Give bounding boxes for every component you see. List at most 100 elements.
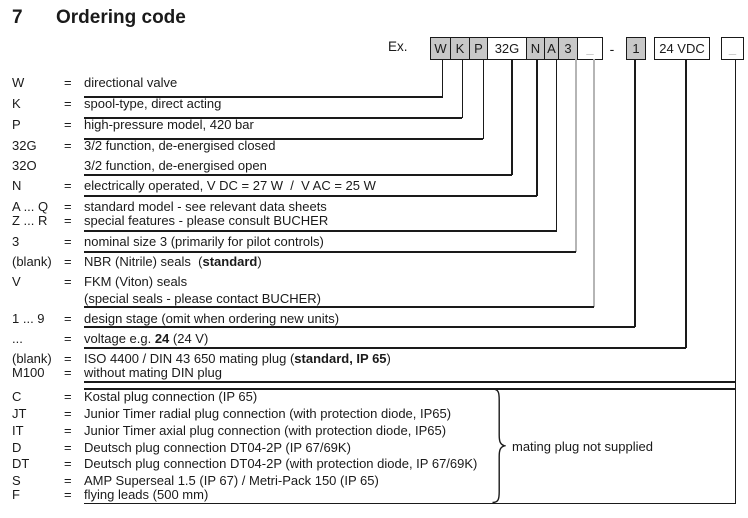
equals-sign: = bbox=[64, 213, 72, 228]
row-code: (blank) bbox=[12, 254, 52, 269]
code-row-voltage: ... = voltage e.g. 24 (24 V) bbox=[0, 331, 748, 346]
underline bbox=[84, 96, 443, 98]
underline bbox=[84, 138, 483, 140]
underline bbox=[84, 195, 537, 197]
row-description: standard model - see relevant data sheet… bbox=[84, 199, 327, 214]
code-row-n: N = electrically operated, V DC = 27 W /… bbox=[0, 178, 748, 193]
underline bbox=[84, 306, 594, 308]
row-description: Deutsch plug connection DT04-2P (with pr… bbox=[84, 456, 478, 471]
connector-line bbox=[441, 59, 443, 97]
code-row-a-q: A ... Q = standard model - see relevant … bbox=[0, 199, 748, 214]
code-box-p: P bbox=[469, 37, 488, 60]
code-box-32g: 32G bbox=[487, 37, 527, 60]
equals-sign: = bbox=[64, 254, 72, 269]
equals-sign: = bbox=[64, 331, 72, 346]
code-row-special-seals: (special seals - please contact BUCHER) bbox=[0, 291, 748, 306]
equals-sign: = bbox=[64, 423, 72, 438]
equals-sign: = bbox=[64, 389, 72, 404]
brace-label: mating plug not supplied bbox=[512, 439, 653, 454]
code-row-3: 3 = nominal size 3 (primarily for pilot … bbox=[0, 234, 748, 249]
connector-line-gray bbox=[593, 59, 595, 307]
row-code: IT bbox=[12, 423, 24, 438]
row-code: M100 bbox=[12, 365, 45, 380]
row-code: W bbox=[12, 75, 25, 90]
example-label: Ex. bbox=[388, 39, 408, 54]
connector-line bbox=[634, 59, 636, 327]
code-box-k: K bbox=[450, 37, 470, 60]
code-row-w: W = directional valve bbox=[0, 75, 748, 90]
plug-section-top-border bbox=[84, 388, 736, 390]
row-code: A ... Q bbox=[12, 199, 49, 214]
row-description: ISO 4400 / DIN 43 650 mating plug (stand… bbox=[84, 351, 391, 366]
code-row-z-r: Z ... R = special features - please cons… bbox=[0, 213, 748, 228]
row-code: (blank) bbox=[12, 351, 52, 366]
plug-row-it: IT = Junior Timer axial plug connection … bbox=[0, 423, 748, 438]
plug-section-bottom-border bbox=[84, 502, 736, 504]
equals-sign: = bbox=[64, 440, 72, 455]
row-description: (special seals - please contact BUCHER) bbox=[84, 291, 321, 306]
row-code: V bbox=[12, 274, 21, 289]
code-row-32g: 32G = 3/2 function, de-energised closed bbox=[0, 138, 748, 153]
row-code: P bbox=[12, 117, 21, 132]
code-box-plug-blank: _ bbox=[721, 37, 744, 60]
equals-sign: = bbox=[64, 234, 72, 249]
plug-row-jt: JT = Junior Timer radial plug connection… bbox=[0, 406, 748, 421]
connector-line bbox=[734, 59, 736, 504]
equals-sign: = bbox=[64, 473, 72, 488]
underline bbox=[84, 230, 557, 232]
section-number: 7 bbox=[12, 7, 23, 28]
row-code: C bbox=[12, 389, 22, 404]
connector-line bbox=[511, 59, 513, 175]
row-description: design stage (omit when ordering new uni… bbox=[84, 311, 340, 326]
row-description: voltage e.g. 24 (24 V) bbox=[84, 331, 209, 346]
plug-row-f: F = flying leads (500 mm) bbox=[0, 487, 748, 502]
row-code: S bbox=[12, 473, 21, 488]
connector-line-gray bbox=[575, 59, 577, 252]
row-description: FKM (Viton) seals bbox=[84, 274, 188, 289]
plug-row-s: S = AMP Superseal 1.5 (IP 67) / Metri-Pa… bbox=[0, 473, 748, 488]
equals-sign: = bbox=[64, 487, 72, 502]
code-row-seals-blank: (blank) = NBR (Nitrile) seals (standard) bbox=[0, 254, 748, 269]
row-code: ... bbox=[12, 331, 23, 346]
connector-line bbox=[482, 59, 484, 139]
connector-line bbox=[461, 59, 463, 118]
row-description: NBR (Nitrile) seals (standard) bbox=[84, 254, 262, 269]
row-code: 32G bbox=[12, 138, 37, 153]
row-code: K bbox=[12, 96, 21, 111]
plug-row-d: D = Deutsch plug connection DT04-2P (IP … bbox=[0, 440, 748, 455]
underline bbox=[84, 174, 512, 176]
page-title: Ordering code bbox=[56, 7, 186, 28]
row-description: Junior Timer axial plug connection (with… bbox=[84, 423, 447, 438]
right-brace bbox=[492, 388, 506, 504]
plug-row-dt: DT = Deutsch plug connection DT04-2P (wi… bbox=[0, 456, 748, 471]
row-code: F bbox=[12, 487, 20, 502]
row-description: directional valve bbox=[84, 75, 178, 90]
row-code: 32O bbox=[12, 158, 37, 173]
underline bbox=[84, 117, 462, 119]
equals-sign: = bbox=[64, 199, 72, 214]
underline bbox=[84, 251, 576, 253]
row-code: JT bbox=[12, 406, 27, 421]
code-box-a: A bbox=[544, 37, 559, 60]
underline bbox=[84, 347, 686, 349]
connector-line bbox=[555, 59, 557, 231]
row-description: Junior Timer radial plug connection (wit… bbox=[84, 406, 452, 421]
equals-sign: = bbox=[64, 96, 72, 111]
code-row-v: V = FKM (Viton) seals bbox=[0, 274, 748, 289]
row-description: high-pressure model, 420 bar bbox=[84, 117, 254, 132]
row-description: 3/2 function, de-energised closed bbox=[84, 138, 276, 153]
underline bbox=[84, 326, 635, 328]
row-description: Kostal plug connection (IP 65) bbox=[84, 389, 258, 404]
code-row-m100: M100 = without mating DIN plug bbox=[0, 365, 748, 380]
code-row-32o: 32O 3/2 function, de-energised open bbox=[0, 158, 748, 173]
equals-sign: = bbox=[64, 75, 72, 90]
row-code: 1 ... 9 bbox=[12, 311, 45, 326]
equals-sign: = bbox=[64, 178, 72, 193]
row-code: Z ... R bbox=[12, 213, 48, 228]
row-code: DT bbox=[12, 456, 30, 471]
code-row-design-stage: 1 ... 9 = design stage (omit when orderi… bbox=[0, 311, 748, 326]
code-separator-dash: - bbox=[609, 40, 615, 57]
plug-row-c: C = Kostal plug connection (IP 65) bbox=[0, 389, 748, 404]
equals-sign: = bbox=[64, 406, 72, 421]
equals-sign: = bbox=[64, 351, 72, 366]
